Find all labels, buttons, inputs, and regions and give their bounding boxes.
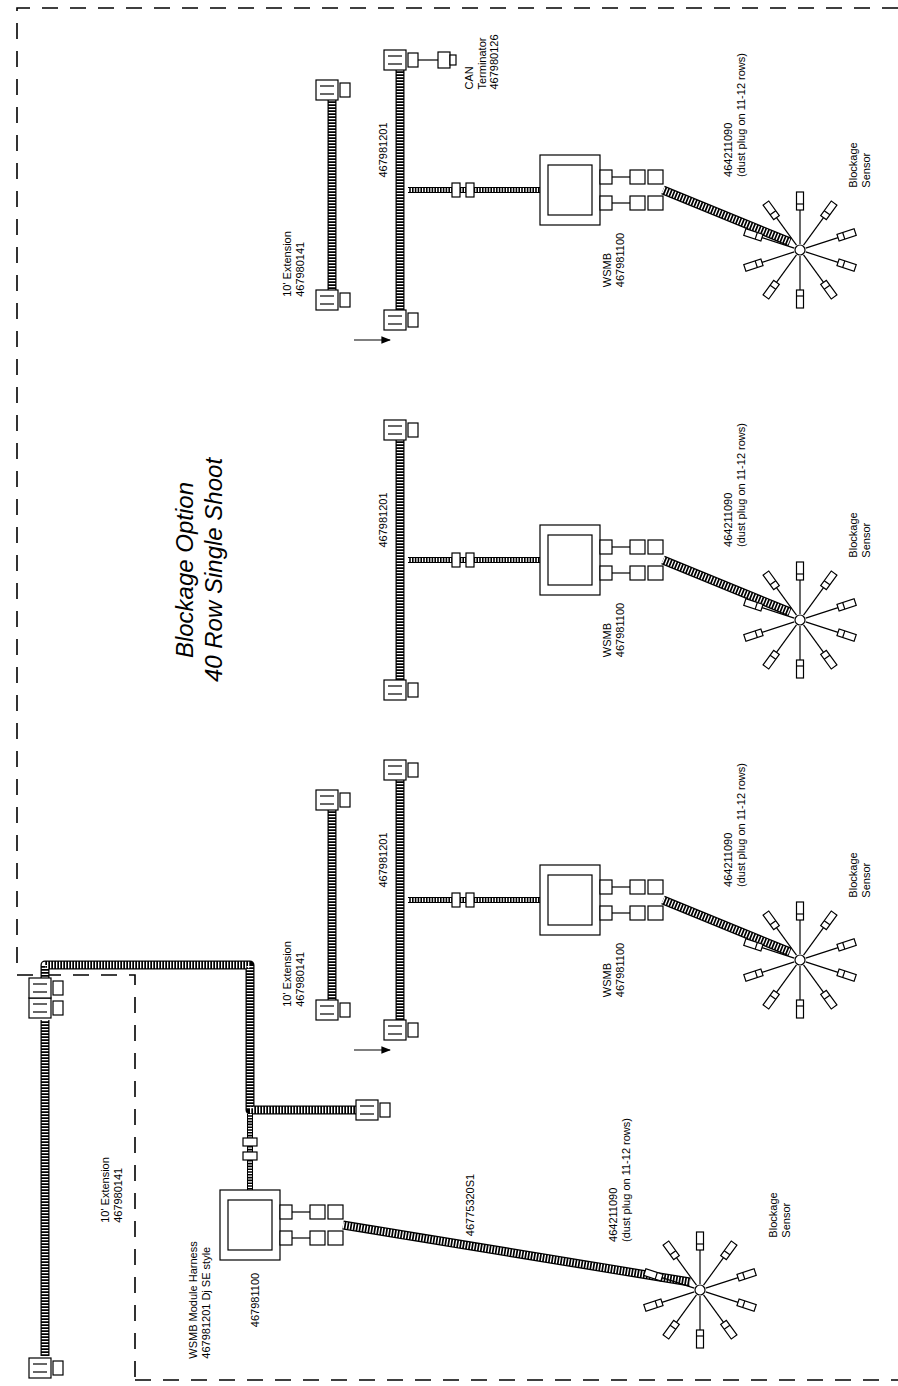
label-line: 464211090 xyxy=(722,423,735,547)
first-module-harness xyxy=(220,1190,343,1260)
first-module-harness xyxy=(343,1225,690,1282)
label-line: (dust plug on 11-12 rows) xyxy=(620,1118,633,1242)
part-label: 464211090 (dust plug on 11-12 rows) xyxy=(722,763,747,887)
first-module-harness xyxy=(356,1100,390,1120)
extension-harness xyxy=(316,790,390,1050)
label-line: 464211090 xyxy=(607,1118,620,1242)
title-line: Blockage Option xyxy=(171,458,200,682)
part-label: 46775320S1 xyxy=(464,1174,477,1236)
label-line: Blockage xyxy=(847,142,860,187)
label-line: (dust plug on 11-12 rows) xyxy=(735,423,748,547)
label-line: 467981201 Dj SE style xyxy=(200,1241,213,1358)
can-terminator-symbol xyxy=(438,52,450,68)
can-terminator-symbol xyxy=(418,59,438,60)
part-label: Blockage Sensor xyxy=(847,142,872,187)
label-line: Sensor xyxy=(860,142,873,187)
label-line: Blockage xyxy=(847,512,860,557)
label-line: 467981100 xyxy=(614,233,627,287)
label-line: 10' Extension xyxy=(281,941,294,1007)
label-line: 467981201 xyxy=(377,122,390,177)
part-label: 467981201 xyxy=(377,122,390,177)
label-line: Sensor xyxy=(780,1192,793,1237)
first-module-harness xyxy=(29,1358,63,1378)
first-module-harness xyxy=(243,1152,257,1160)
label-line: (dust plug on 11-12 rows) xyxy=(735,763,748,887)
first-module-harness xyxy=(644,1232,756,1348)
module-harness-group xyxy=(384,760,856,1040)
extension-harness xyxy=(316,80,390,340)
label-line: WSMB Module Harness xyxy=(187,1241,200,1358)
part-label: 464211090 (dust plug on 11-12 rows) xyxy=(722,423,747,547)
label-line: 467980141 xyxy=(294,941,307,1007)
label-line: 467981100 xyxy=(249,1273,262,1327)
label-line: 467981100 xyxy=(614,943,627,997)
part-label: Blockage Sensor xyxy=(847,512,872,557)
label-line: Blockage xyxy=(767,1192,780,1237)
first-module-harness xyxy=(243,1138,257,1146)
part-label: WSMB Module Harness 467981201 Dj SE styl… xyxy=(187,1241,212,1358)
part-label: Blockage Sensor xyxy=(767,1192,792,1237)
part-label: 10' Extension 467980141 xyxy=(99,1157,124,1223)
label-line: 467980141 xyxy=(294,231,307,297)
label-line: WSMB xyxy=(601,233,614,287)
label-line: 464211090 xyxy=(722,763,735,887)
first-module-harness xyxy=(45,965,356,1110)
part-label: Blockage Sensor xyxy=(847,852,872,897)
label-line: Blockage xyxy=(847,852,860,897)
module-harness-group xyxy=(384,420,856,700)
label-line: CAN xyxy=(463,34,476,89)
part-label: 10' Extension 467980141 xyxy=(281,231,306,297)
module-harness-group xyxy=(384,50,856,330)
first-module-harness xyxy=(45,965,356,1110)
first-module-harness xyxy=(42,1020,49,1356)
label-line: 46775320S1 xyxy=(464,1174,477,1236)
label-line: Sensor xyxy=(860,852,873,897)
option-boundary xyxy=(17,8,898,1386)
label-line: Sensor xyxy=(860,512,873,557)
label-line: Terminator xyxy=(476,34,489,89)
first-module-harness xyxy=(343,1225,690,1282)
label-line: 10' Extension xyxy=(281,231,294,297)
first-module-harness xyxy=(41,1020,50,1356)
diagram-title: Blockage Option 40 Row Single Shoot xyxy=(171,458,229,682)
title-line: 40 Row Single Shoot xyxy=(200,458,229,682)
part-label: WSMB 467981100 xyxy=(601,943,626,997)
part-label: WSMB 467981100 xyxy=(601,233,626,287)
can-terminator-symbol xyxy=(450,55,456,65)
label-line: 467981100 xyxy=(614,603,627,657)
part-label: 467981201 xyxy=(377,832,390,887)
part-label: CAN Terminator 467980126 xyxy=(463,34,501,89)
label-line: 467980126 xyxy=(488,34,501,89)
part-label: 464211090 (dust plug on 11-12 rows) xyxy=(722,53,747,177)
part-label: 467981100 xyxy=(249,1273,262,1327)
option-boundary xyxy=(135,1379,898,1381)
first-module-harness xyxy=(29,998,63,1018)
label-line: 467981201 xyxy=(377,492,390,547)
can-terminator-symbol xyxy=(418,52,456,68)
label-line: 467981201 xyxy=(377,832,390,887)
part-label: 464211090 (dust plug on 11-12 rows) xyxy=(607,1118,632,1242)
can-terminator-symbol xyxy=(438,52,456,68)
label-line: WSMB xyxy=(601,603,614,657)
part-label: 10' Extension 467980141 xyxy=(281,941,306,1007)
label-line: (dust plug on 11-12 rows) xyxy=(735,53,748,177)
part-label: WSMB 467981100 xyxy=(601,603,626,657)
label-line: 464211090 xyxy=(722,53,735,177)
part-label: 467981201 xyxy=(377,492,390,547)
label-line: 467980141 xyxy=(112,1157,125,1223)
label-line: WSMB xyxy=(601,943,614,997)
first-module-harness xyxy=(29,978,63,998)
first-module-harness xyxy=(29,965,756,1378)
label-line: 10' Extension xyxy=(99,1157,112,1223)
